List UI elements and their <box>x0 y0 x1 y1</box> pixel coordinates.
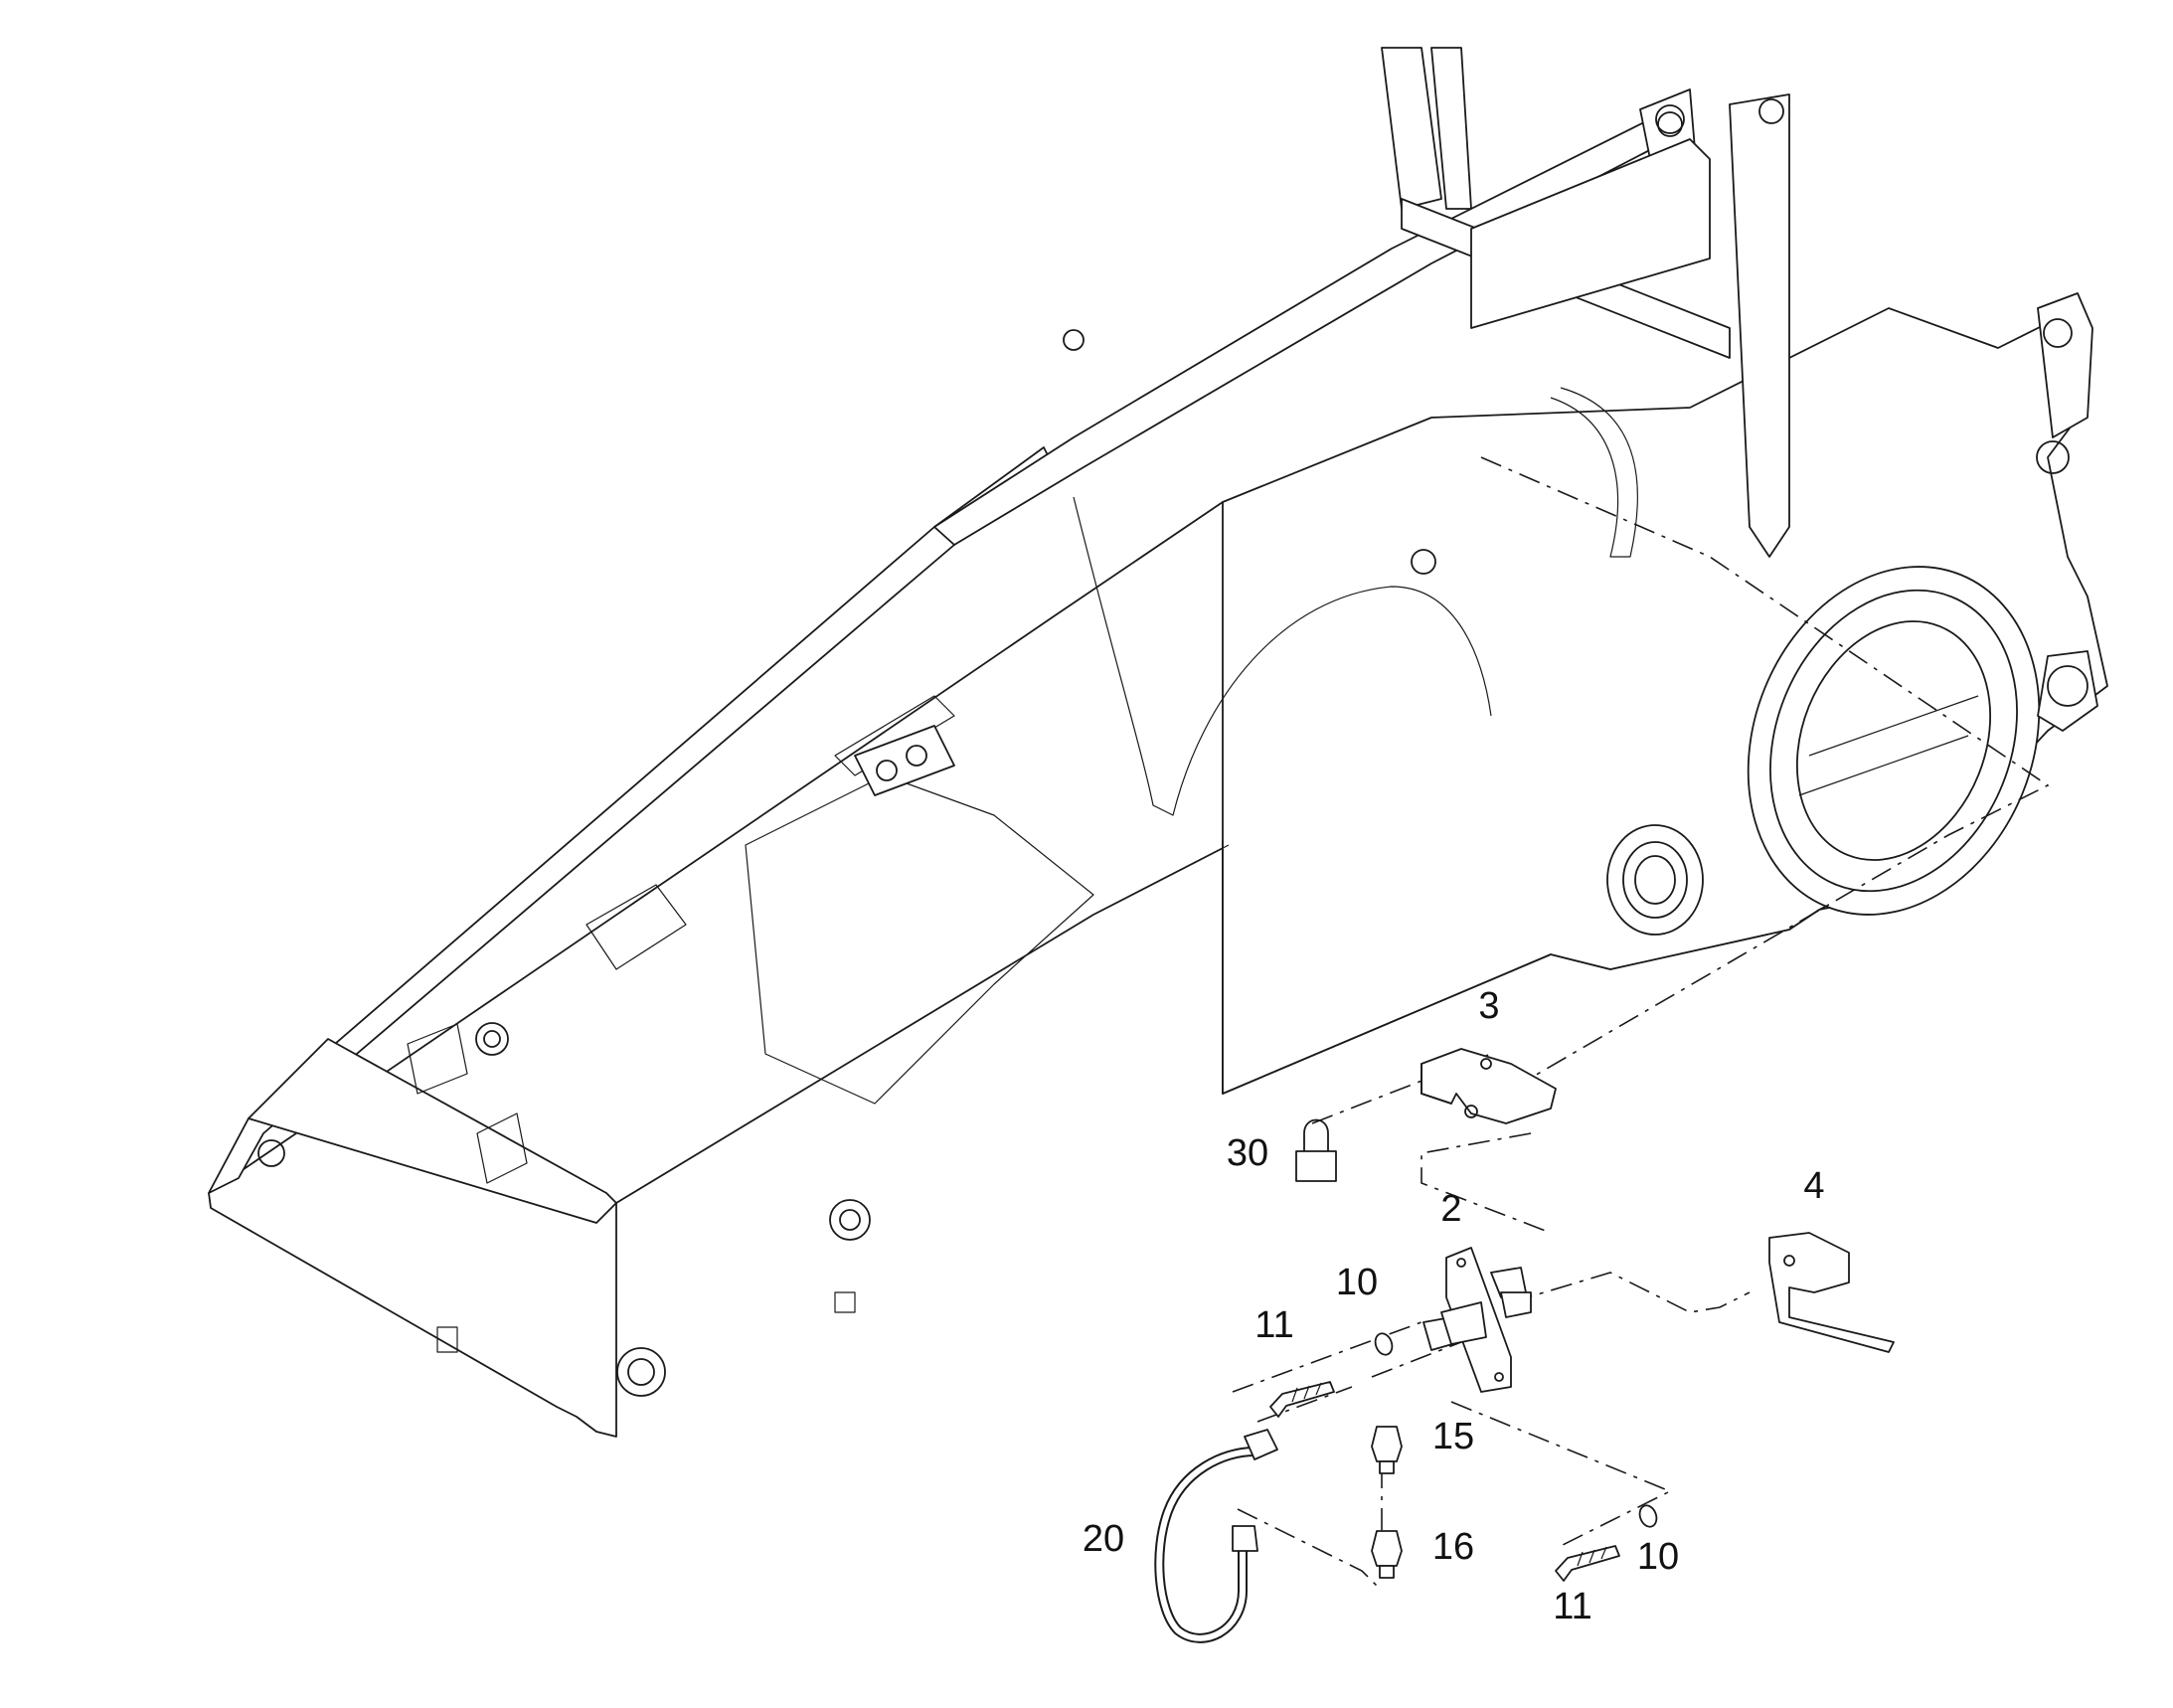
slewing-ring <box>1747 566 2041 916</box>
bearing-boss <box>1606 824 1704 936</box>
callout-11-left: 11 <box>1254 1304 1293 1346</box>
part-4-bracket <box>1768 1232 1895 1353</box>
inner-arch-web <box>1073 496 1492 816</box>
callout-16: 16 <box>1432 1526 1474 1568</box>
callout-11-right: 11 <box>1553 1586 1591 1627</box>
rear-lugs <box>2036 292 2098 732</box>
upright-masts <box>1381 47 1790 558</box>
side-plate-holes <box>257 111 1683 1397</box>
part-3-bracket <box>1421 1048 1557 1124</box>
part-15-fitting <box>1371 1426 1403 1474</box>
callout-2: 2 <box>1440 1188 1461 1230</box>
frame-right-side-plate <box>1222 307 2108 1095</box>
callout-20: 20 <box>1083 1518 1124 1560</box>
part-20-hose <box>1154 1429 1278 1643</box>
part-11-bolt-left <box>1269 1381 1335 1418</box>
callout-30: 30 <box>1227 1132 1268 1174</box>
frame-left-side-plate <box>208 501 1234 1438</box>
part-30-padlock-icon <box>1295 1118 1337 1182</box>
part-11-bolt-right <box>1555 1545 1620 1582</box>
dashed-leaders <box>1232 456 2050 1592</box>
top-cross-tube <box>1470 138 1711 329</box>
part-10-washer-left <box>1374 1332 1394 1356</box>
callout-labels: 3 30 2 4 10 11 15 20 16 10 11 <box>1083 985 1825 1627</box>
machine-frame <box>208 47 2108 1438</box>
part-2-valve-plate <box>1422 1247 1532 1393</box>
frame-front-end-plate <box>248 1038 617 1224</box>
callout-10-right: 10 <box>1637 1536 1679 1578</box>
callout-10-left: 10 <box>1336 1262 1378 1303</box>
part-16-fitting <box>1371 1530 1403 1579</box>
callout-4: 4 <box>1803 1165 1824 1207</box>
callout-3: 3 <box>1478 985 1499 1027</box>
callout-15: 15 <box>1432 1416 1474 1457</box>
part-10-washer-right <box>1638 1504 1658 1528</box>
